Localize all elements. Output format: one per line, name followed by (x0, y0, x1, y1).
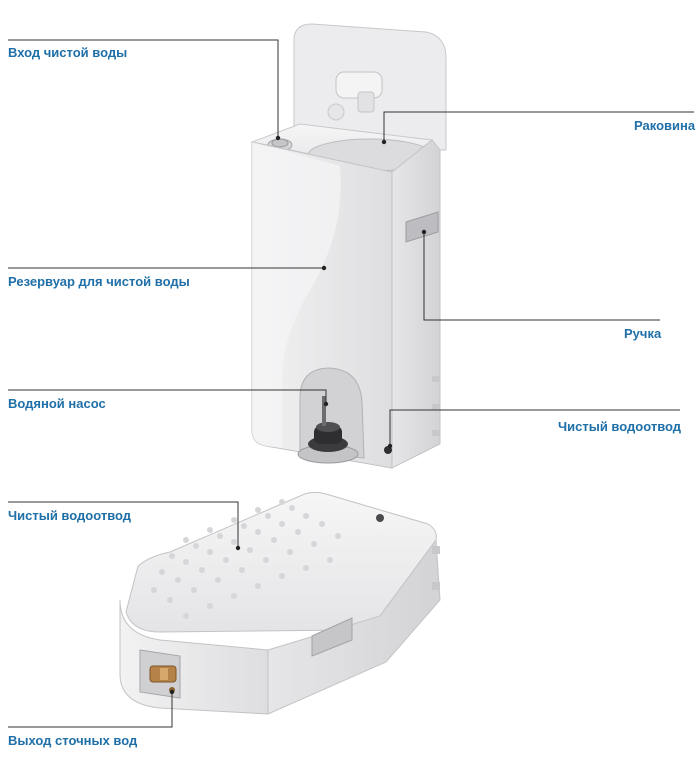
lower-drain-hole (376, 514, 384, 522)
base-top-surface (125, 491, 437, 633)
base-dimples (151, 499, 341, 619)
upper-unit (250, 23, 447, 469)
leader-clean-drain-bottom (8, 501, 239, 548)
label-clean-water-tank: Резервуар для чистой воды (8, 274, 190, 289)
faucet (327, 71, 383, 121)
leader-lines (8, 39, 694, 728)
lower-unit (119, 491, 441, 715)
leader-clean-water-inlet (8, 39, 279, 138)
label-water-pump: Водяной насос (8, 396, 106, 411)
base-handle-recess (311, 617, 353, 657)
label-sink: Раковина (634, 118, 696, 133)
label-clean-drain-top: Чистый водоотвод (558, 419, 682, 434)
water-pump-part (297, 396, 359, 464)
leader-sink (383, 111, 694, 142)
label-clean-water-inlet: Вход чистой воды (8, 45, 128, 60)
label-wastewater-outlet: Выход сточных вод (8, 733, 138, 748)
handle-slot (405, 211, 439, 243)
leader-water-pump (8, 389, 327, 404)
leader-handle (423, 232, 660, 321)
tank-side-face (391, 139, 441, 469)
base-side-face (267, 538, 441, 715)
label-clean-drain-bottom: Чистый водоотвод (8, 508, 132, 523)
tank-curve-shading (252, 142, 341, 448)
leader-wastewater-outlet (8, 692, 173, 728)
leader-clean-drain-top (389, 409, 680, 446)
label-handle: Ручка (624, 326, 662, 341)
